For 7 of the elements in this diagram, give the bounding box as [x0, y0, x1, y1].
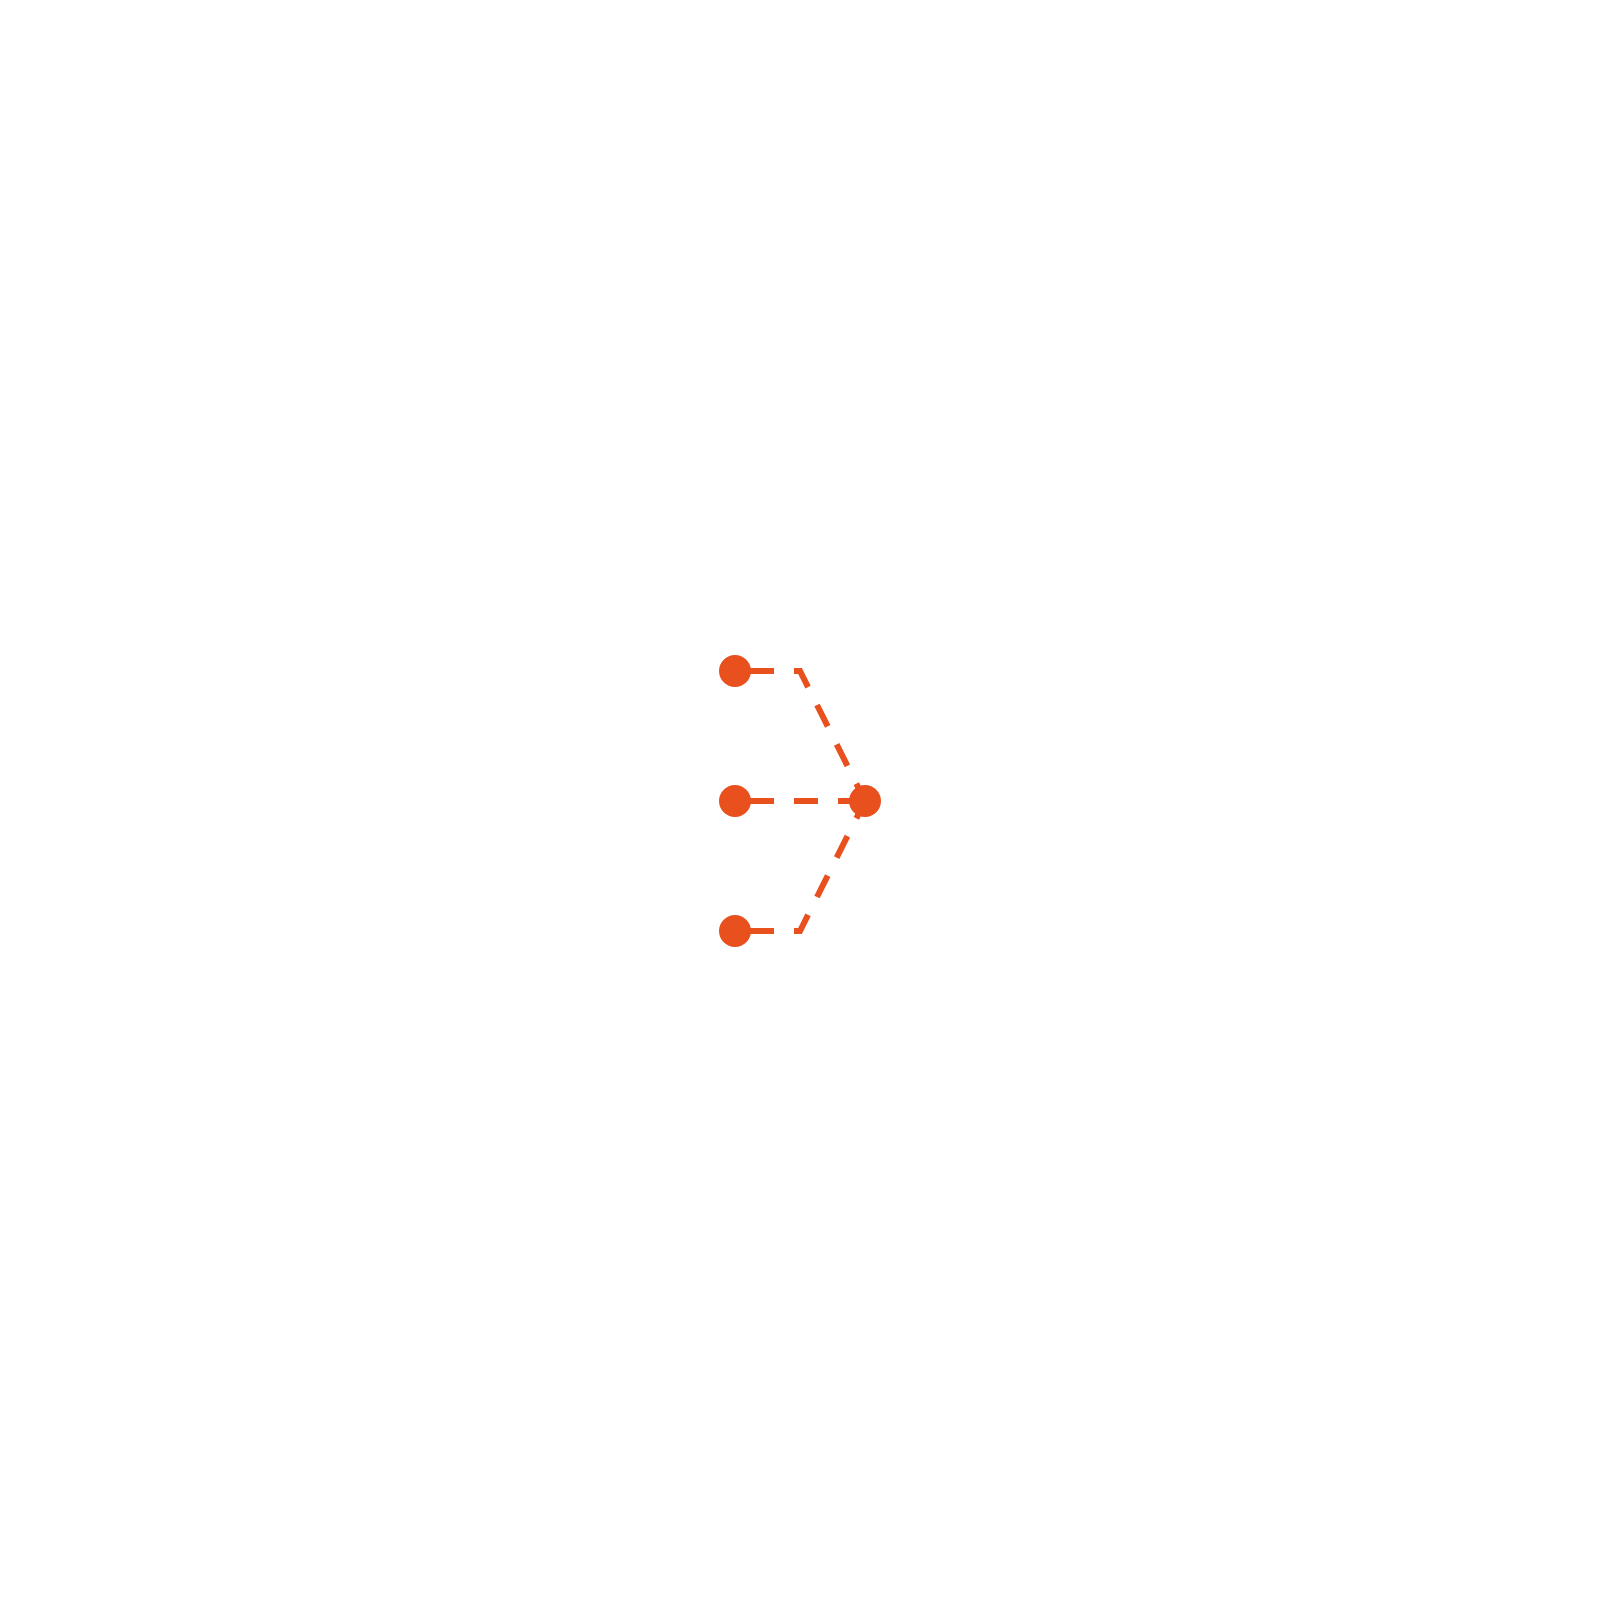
- connector: [750, 667, 861, 788]
- node-circle: [849, 784, 881, 816]
- node-circle: [719, 914, 751, 946]
- node-circle: [719, 784, 751, 816]
- connector: [750, 797, 850, 803]
- connector: [750, 812, 861, 933]
- node-circle: [719, 654, 751, 686]
